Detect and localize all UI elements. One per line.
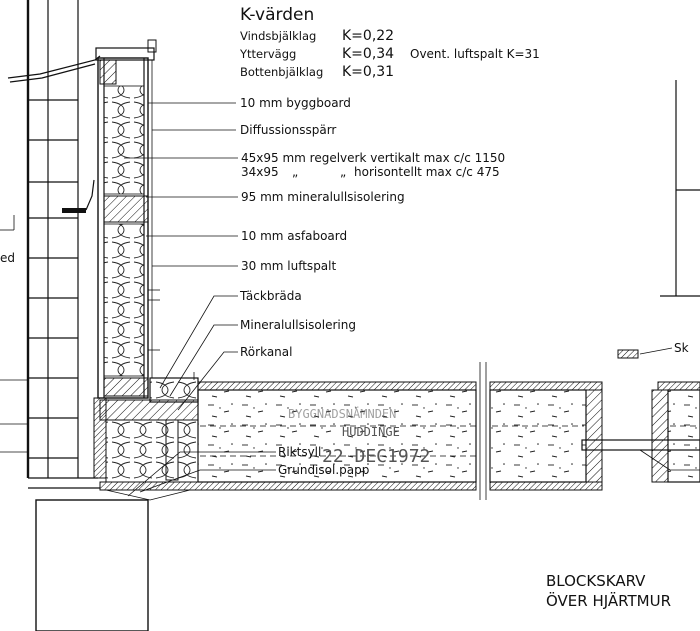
left-edge-label: ed <box>0 251 15 265</box>
stamp-date: 22 DEC1972 <box>322 446 430 467</box>
stamp-municipality: HUDDINGE <box>342 425 400 439</box>
k-row-2-value: K=0,34 <box>342 46 394 62</box>
stamp-authority: BYGGNADSNÄMNDEN <box>288 406 396 421</box>
label-regel-vertical: 45x95 mm regelverk vertikalt max c/c 115… <box>241 151 505 165</box>
title-line-2: ÖVER HJÄRTMUR <box>546 591 671 610</box>
layer-labels: 10 mm byggboard Diffussionsspärr 45x95 m… <box>240 96 505 273</box>
right-edge-label: Sk <box>674 341 689 355</box>
right-details <box>581 80 700 471</box>
drawing-title: BLOCKSKARV ÖVER HJÄRTMUR <box>546 572 671 610</box>
label-regel-ditto-1: „ <box>292 165 298 179</box>
label-mineralullsisolering: Mineralullsisolering <box>240 318 356 332</box>
k-row-3-value: K=0,31 <box>342 64 394 80</box>
label-byggboard: 10 mm byggboard <box>240 96 351 110</box>
floor-foundation-section <box>28 362 700 631</box>
k-row-2-name: Yttervägg <box>239 47 296 61</box>
label-grundisol: Grundisol.papp <box>278 463 369 477</box>
brick-facade <box>0 0 101 478</box>
label-rorkanal: Rörkanal <box>240 345 292 359</box>
k-values-table: K-värden Vindsbjälklag K=0,22 Yttervägg … <box>239 5 540 80</box>
k-values-heading: K-värden <box>240 5 314 25</box>
k-row-3-name: Bottenbjälklag <box>240 65 323 79</box>
approval-stamp: BYGGNADSNÄMNDEN HUDDINGE 22 DEC1972 <box>288 406 430 467</box>
label-regel-horizontal-rest: horisontellt max c/c 475 <box>354 165 500 179</box>
k-row-1-value: K=0,22 <box>342 28 394 44</box>
leader-lines <box>124 102 276 497</box>
label-diffusion: Diffussionsspärr <box>240 123 336 137</box>
label-riktsyll: Riktsyll <box>278 445 321 459</box>
label-luftspalt: 30 mm luftspalt <box>241 259 336 273</box>
label-asfaboard: 10 mm asfaboard <box>241 229 347 243</box>
detail-labels: Täckbräda Mineralullsisolering Rörkanal … <box>239 289 369 477</box>
label-tackbrada: Täckbräda <box>239 289 302 303</box>
k-row-2-extra: Ovent. luftspalt K=31 <box>410 47 540 61</box>
outer-wall-section <box>95 39 160 399</box>
label-regel-horizontal-size: 34x95 <box>241 165 279 179</box>
label-regel-ditto-2: „ <box>340 165 346 179</box>
title-line-1: BLOCKSKARV <box>546 572 646 590</box>
k-row-1-name: Vindsbjälklag <box>240 29 316 43</box>
label-mineralull-95: 95 mm mineralullsisolering <box>241 190 405 204</box>
